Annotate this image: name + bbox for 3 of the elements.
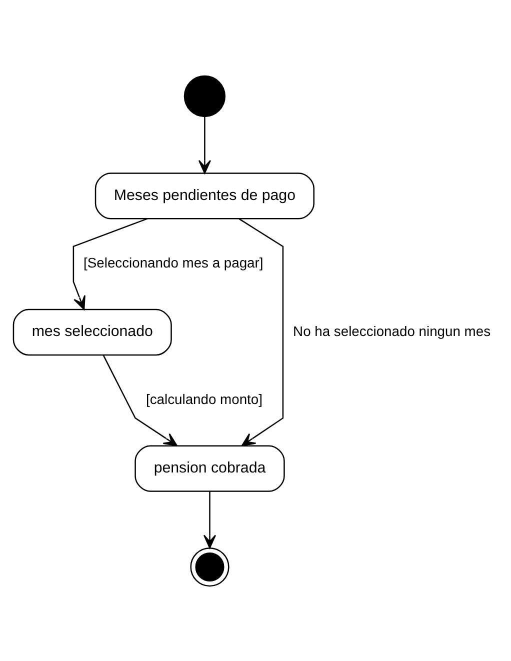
edge-label: No ha seleccionado ningun mes (293, 322, 491, 338)
edge-label: [Seleccionando mes a pagar] (84, 254, 264, 270)
edge-label: [calculando monto] (146, 390, 262, 406)
